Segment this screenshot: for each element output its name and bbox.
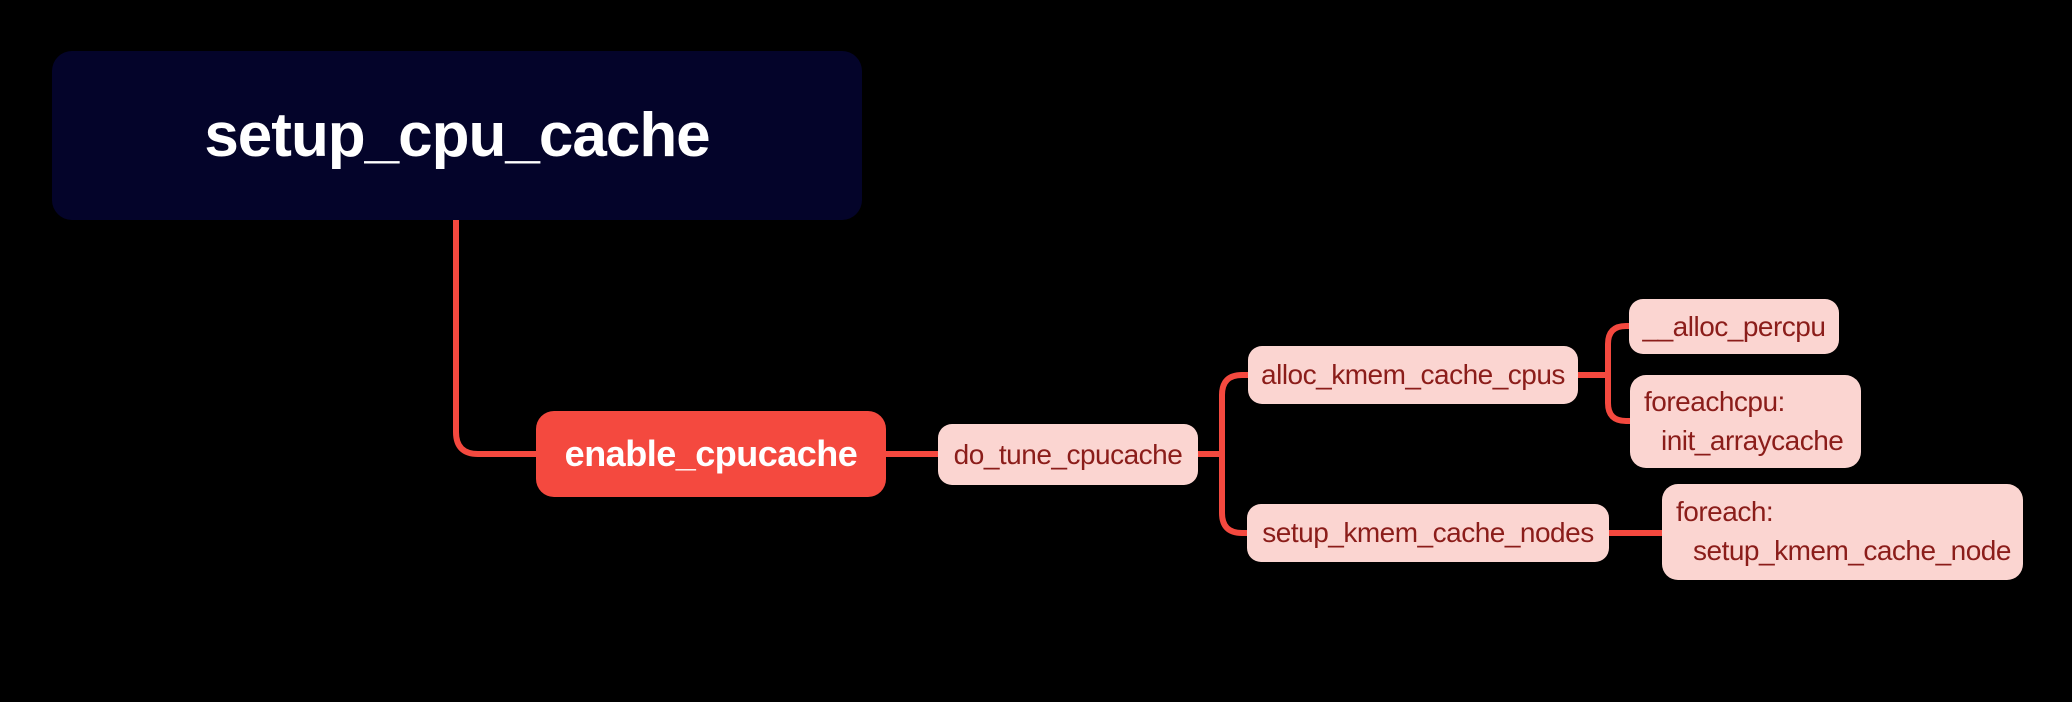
node-setup-kmem-cache-nodes: setup_kmem_cache_nodes [1247,504,1609,562]
connector-branch-cpus-nodes [1219,372,1248,536]
node-foreachcpu-line2: init_arraycache [1661,424,1844,456]
node-setup-cpu-cache-label: setup_cpu_cache [204,101,710,170]
node-foreachcpu-init-arraycache: foreachcpu: init_arraycache [1630,375,1861,468]
connector-root-to-enable-cpucache [453,219,536,457]
node-alloc-kmem-cache-cpus-label: alloc_kmem_cache_cpus [1261,359,1565,390]
node-enable-cpucache-label: enable_cpucache [564,433,858,474]
node-setup-cpu-cache: setup_cpu_cache [52,51,862,220]
node-setup-kmem-cache-nodes-label: setup_kmem_cache_nodes [1262,517,1594,548]
node-enable-cpucache: enable_cpucache [536,411,886,497]
node-alloc-kmem-cache-cpus: alloc_kmem_cache_cpus [1248,346,1578,404]
node-foreachcpu-line1: foreachcpu: [1644,385,1785,417]
node-foreach-node-line2: setup_kmem_cache_node [1693,535,2011,566]
node-do-tune-cpucache-label: do_tune_cpucache [953,438,1183,470]
node-foreach-setup-kmem-cache-node: foreach: setup_kmem_cache_node [1662,484,2023,580]
node-do-tune-cpucache: do_tune_cpucache [938,424,1198,485]
node-alloc-percpu-label: __alloc_percpu [1642,310,1826,342]
connector-branch-percpu-foreachcpu [1605,323,1631,424]
node-alloc-percpu: __alloc_percpu [1629,299,1839,354]
node-foreach-node-line1: foreach: [1676,496,1774,528]
